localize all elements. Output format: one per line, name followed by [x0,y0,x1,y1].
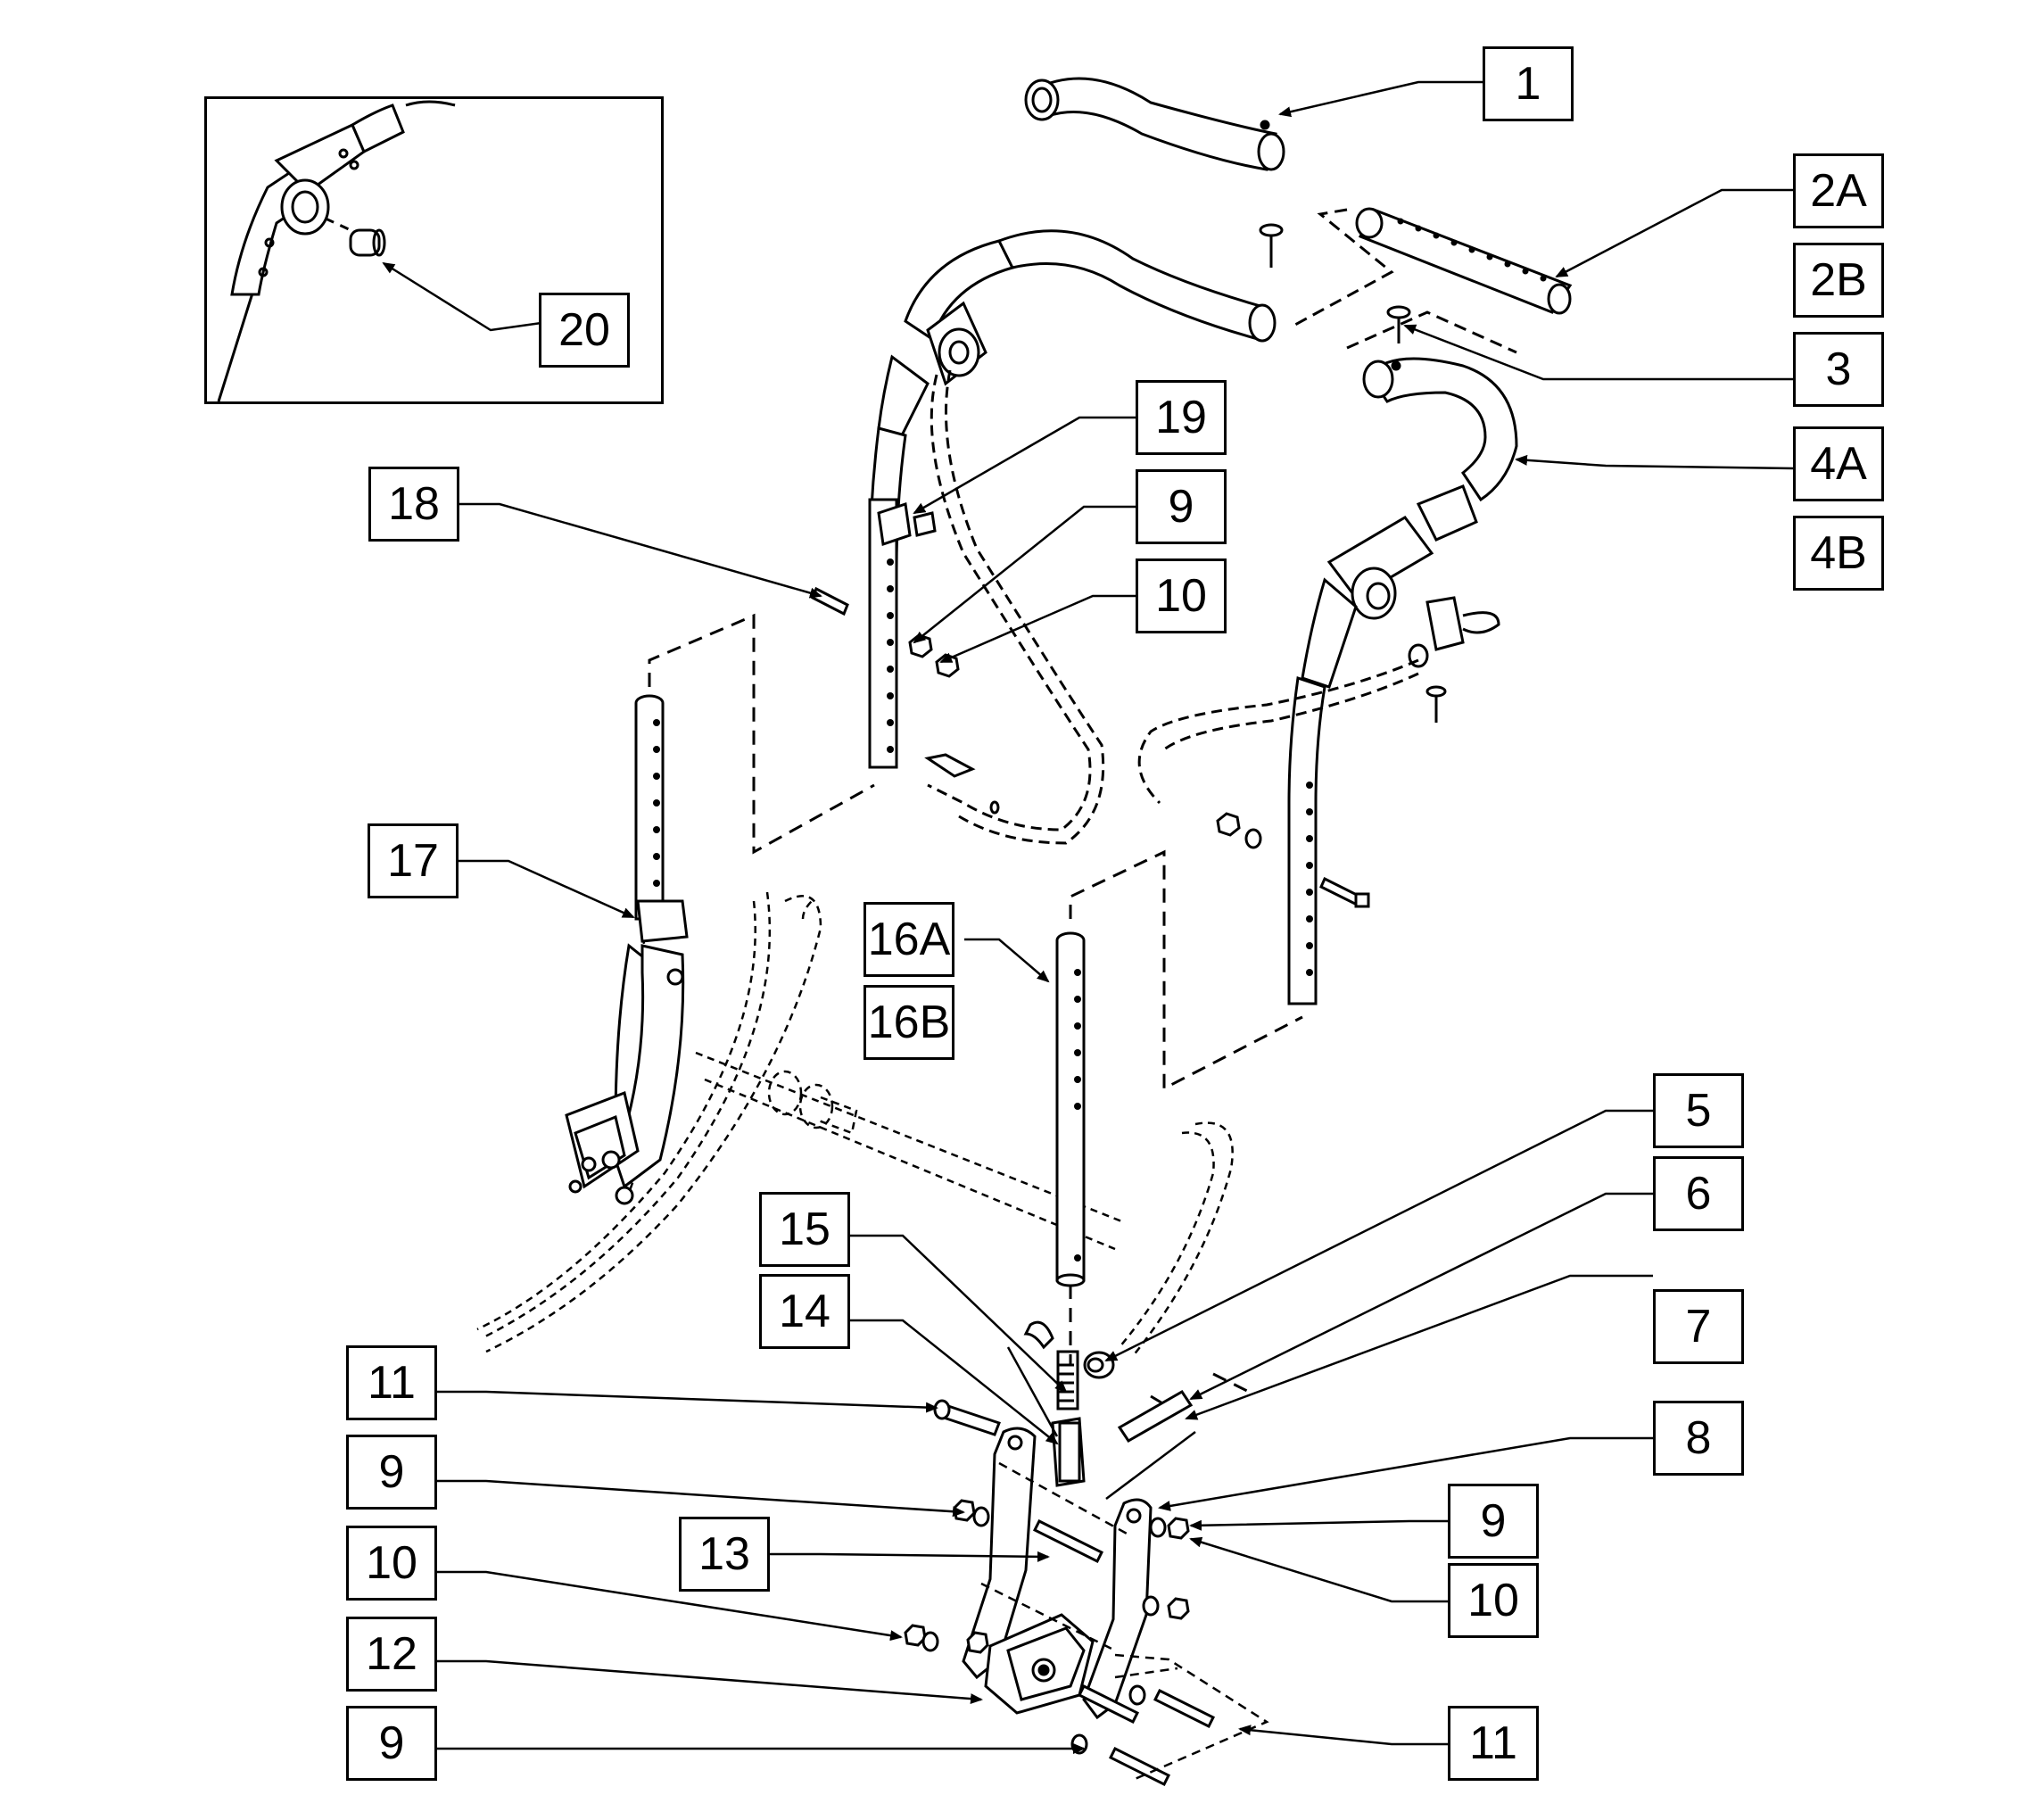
callout-19: 19 [1136,380,1227,455]
handle-grip-part [1024,77,1285,171]
callout-15: 15 [759,1192,850,1267]
callout-label: 9 [1480,1495,1507,1547]
leader-lines [382,80,1794,1754]
right-cane-fasteners [1216,812,1370,908]
callout-11-right: 11 [1448,1706,1539,1781]
callout-16A: 16A [864,902,954,977]
callout-14: 14 [759,1274,850,1349]
callout-label: 13 [698,1528,750,1580]
callout-17: 17 [368,823,459,898]
callout-9-bottom: 9 [346,1706,437,1781]
callout-9-left: 9 [346,1435,437,1510]
callout-label: 9 [378,1446,405,1498]
callout-label: 3 [1825,343,1852,395]
inset-detail-drawing [217,100,456,402]
brake-cable-left-dashed [927,374,1092,831]
callout-20: 20 [539,293,630,368]
callout-7: 7 [1653,1289,1744,1364]
crossbar-tube-part [1293,207,1573,354]
front-seat-tube-left [565,694,689,1205]
callout-label: 16A [867,914,951,965]
callout-11-left: 11 [346,1345,437,1420]
callout-label: 9 [378,1717,405,1769]
right-back-cane [1287,357,1518,1005]
dashed-wheel-left [476,891,1234,1357]
callout-label: 14 [779,1286,830,1337]
callout-label: 7 [1685,1301,1712,1353]
callout-label: 10 [1467,1575,1519,1626]
callout-18: 18 [368,467,459,542]
callout-16B: 16B [864,985,954,1060]
callout-label: 4A [1810,438,1867,490]
callout-2A: 2A [1793,153,1884,228]
callout-10-right: 10 [1448,1563,1539,1638]
callout-9-right: 9 [1448,1484,1539,1559]
callout-label: 6 [1685,1168,1712,1220]
callout-1: 1 [1483,46,1574,121]
callout-label: 8 [1685,1412,1712,1464]
callout-label: 16B [867,997,951,1048]
callout-label: 2A [1810,165,1867,217]
callout-label: 15 [779,1204,830,1255]
callout-12: 12 [346,1617,437,1692]
callout-3: 3 [1793,332,1884,407]
brake-cable-right-dashed-2 [1163,672,1419,751]
callout-label: 11 [1469,1717,1517,1769]
callout-label: 10 [366,1537,417,1589]
callout-label: 10 [1155,570,1207,622]
callout-label: 9 [1168,481,1194,533]
callout-4A: 4A [1793,426,1884,501]
brake-cable-left-dashed-2 [944,369,1105,845]
callout-label: 11 [368,1357,416,1409]
callout-8: 8 [1653,1401,1744,1476]
callout-label: 12 [366,1628,417,1680]
alignment-dashed-lines [648,613,1303,1411]
callout-label: 18 [388,478,440,530]
callout-label: 5 [1685,1085,1712,1137]
callout-6: 6 [1653,1156,1744,1231]
brake-cable-right-dashed [1137,658,1419,805]
callout-2B: 2B [1793,243,1884,318]
caster-guide-line [1006,1346,1196,1500]
screw-part-3 [1259,223,1411,343]
axle-tube-dashed [695,1051,1125,1251]
front-tube-16 [1055,931,1086,1287]
caster-dashed-lines [980,1461,1269,1782]
caster-assembly [904,1320,1216,1787]
callout-label: 17 [387,835,439,887]
callout-13: 13 [679,1517,770,1592]
callout-4B: 4B [1793,516,1884,591]
detail-inset-frame [204,96,664,404]
callout-10-top: 10 [1136,558,1227,633]
callout-label: 4B [1810,527,1867,579]
callout-10-left: 10 [346,1526,437,1601]
callout-5: 5 [1653,1073,1744,1148]
callout-9-top: 9 [1136,469,1227,544]
callout-label: 1 [1515,58,1541,110]
left-cane-fasteners [811,511,1000,815]
callout-label: 20 [558,304,610,356]
left-back-cane [868,229,1277,769]
callout-label: 19 [1155,392,1207,443]
callout-label: 2B [1810,254,1867,306]
